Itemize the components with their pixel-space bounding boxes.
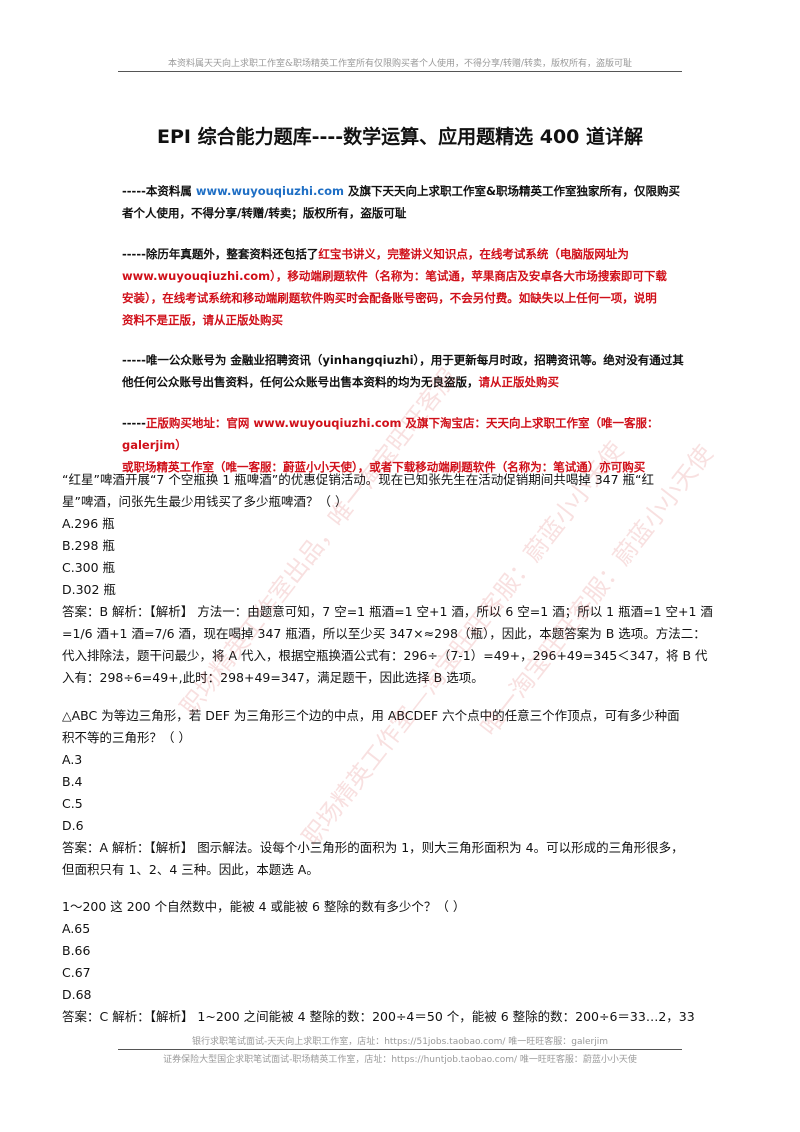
option-d: D.302 瓶 [62,582,116,597]
question-1: “红星”啤酒开展“7 个空瓶换 1 瓶啤酒”的优惠促销活动。现在已知张先生在活动… [62,469,748,689]
note-text: -----本资料属 [122,184,196,198]
question-stem: 星”啤酒，问张先生最少用钱买了多少瓶啤酒？（ ） [62,494,348,509]
note-copyright: -----本资料属 www.wuyouqiuzhi.com 及旗下天天向上求职工… [122,180,692,224]
answer-explanation: =1/6 酒+1 酒=7/6 酒，现在喝掉 347 瓶酒，所以至少买 347×≈… [62,626,706,641]
answer-explanation: 但面积只有 1、2、4 三种。因此，本题选 A。 [62,862,319,877]
document-title: EPI 综合能力题库----数学运算、应用题精选 400 道详解 [156,126,644,148]
answer-explanation: 答案：A 解析：【解析】 图示解法。设每个小三角形的面积为 1，则大三角形面积为… [62,840,684,855]
note-red-text: 或职场精英工作室（唯一客服：蔚蓝小小天使），或者下载移动端刷题软件（名称为：笔试… [122,460,646,474]
option-d: D.68 [62,987,92,1002]
answer-explanation: 入有：298÷6=49+,此时：298+49=347，满足题干，因此选择 B 选… [62,670,484,685]
option-a: A.65 [62,921,91,936]
note-red-text: 资料不是正版，请从正版处购买 [122,313,283,327]
site-link[interactable]: www.wuyouqiuzhi.com [195,184,345,198]
question-2: △ABC 为等边三角形，若 DEF 为三角形三个边的中点，用 ABCDEF 六个… [62,705,748,881]
option-a: A.3 [62,752,83,767]
note-red-text: www.wuyouqiuzhi.com），移动端刷题软件（名称为：笔试通，苹果商… [122,269,667,283]
header-rule [118,71,682,72]
note-official-account: -----唯一公众账号为 金融业招聘资讯（yinhangqiuzhi），用于更新… [122,349,692,393]
question-stem: “红星”啤酒开展“7 个空瓶换 1 瓶啤酒”的优惠促销活动。现在已知张先生在活动… [62,472,655,487]
footer-shop-2: 证券保险大型国企求职笔试面试-职场精英工作室，店址：https://huntjo… [163,1055,637,1065]
question-3: 1～200 这 200 个自然数中，能被 4 或能被 6 整除的数有多少个？（ … [62,896,748,1028]
note-red-text: 正版购买地址：官网 www.wuyouqiuzhi.com 及旗下淘宝店：天天向… [122,416,659,452]
option-b: B.4 [62,774,83,789]
question-stem: △ABC 为等边三角形，若 DEF 为三角形三个边的中点，用 ABCDEF 六个… [62,708,680,723]
note-text: 他任何公众账号出售资料，任何公众账号出售本资料的均为无良盗版， [122,375,479,389]
option-c: C.5 [62,796,83,811]
question-stem: 1～200 这 200 个自然数中，能被 4 或能被 6 整除的数有多少个？（ … [62,899,466,914]
option-b: B.66 [62,943,91,958]
note-text: -----唯一公众账号为 金融业招聘资讯（yinhangqiuzhi），用于更新… [122,353,684,367]
note-text: 者个人使用，不得分享/转赠/转卖；版权所有，盗版可耻 [122,206,407,220]
answer-explanation: 答案：C 解析：【解析】 1~200 之间能被 4 整除的数：200÷4＝50 … [62,1009,695,1024]
page-header: 本资料属天天向上求职工作室&职场精英工作室所有仅限购买者个人使用，不得分享/转赠… [167,59,633,69]
footer-shop-1: 银行求职笔试面试-天天向上求职工作室，店址：https://51jobs.tao… [191,1037,609,1047]
option-d: D.6 [62,818,84,833]
answer-explanation: 答案：B 解析：【解析】 方法一：由题意可知，7 空=1 瓶酒=1 空+1 酒，… [62,604,713,619]
note-text: -----除历年真题外，整套资料还包括了 [122,247,319,261]
question-stem: 积不等的三角形？（ ） [62,730,191,745]
note-red-text: 安装），在线考试系统和移动端刷题软件购买时会配备账号密码，不会另付费。如缺失以上… [122,291,657,305]
option-c: C.67 [62,965,91,980]
note-text: 及旗下天天向上求职工作室&职场精英工作室独家所有，仅限购买 [344,184,681,198]
answer-explanation: 代入排除法，题干问最少，将 A 代入，根据空瓶换酒公式有：296÷（7-1）=4… [62,648,708,663]
option-a: A.296 瓶 [62,516,115,531]
note-contents: -----除历年真题外，整套资料还包括了红宝书讲义，完整讲义知识点，在线考试系统… [122,243,692,331]
footer-rule [118,1049,682,1050]
option-c: C.300 瓶 [62,560,116,575]
note-red-text: 红宝书讲义，完整讲义知识点，在线考试系统（电脑版网址为 [318,247,629,261]
option-b: B.298 瓶 [62,538,115,553]
note-text: ----- [122,416,146,430]
note-red-text: 请从正版处购买 [478,375,560,389]
note-purchase: -----正版购买地址：官网 www.wuyouqiuzhi.com 及旗下淘宝… [122,412,692,478]
